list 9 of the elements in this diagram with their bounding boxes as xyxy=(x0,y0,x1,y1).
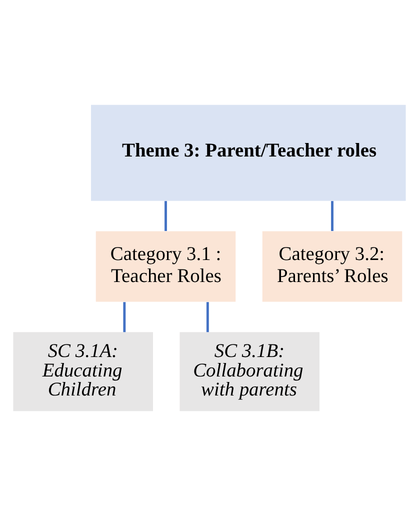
connector xyxy=(123,302,126,332)
node-box: Category 3.1 : Teacher Roles xyxy=(96,230,236,302)
node-box: SC 3.1A: Educating Children xyxy=(13,332,153,411)
node-box: SC 3.1B: Collaborating with parents xyxy=(180,332,320,411)
node-box: Theme 3: Parent/Teacher roles xyxy=(91,104,406,200)
connector xyxy=(164,200,167,230)
connector xyxy=(206,302,209,332)
connector xyxy=(331,200,334,230)
node-box: Category 3.2: Parents’ Roles xyxy=(262,230,402,302)
